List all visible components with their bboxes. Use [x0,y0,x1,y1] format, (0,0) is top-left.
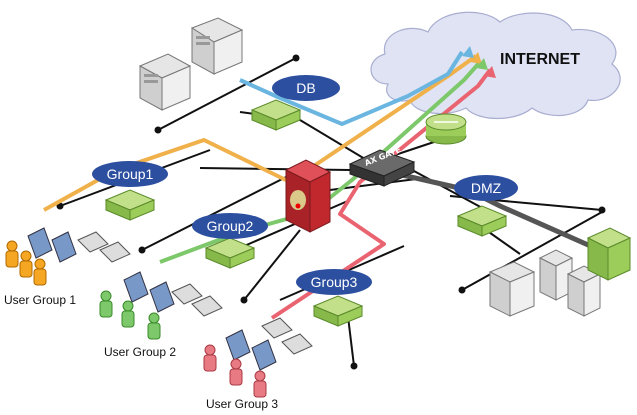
dmz-servers [488,227,632,317]
arrowheads [462,46,496,78]
internet-cloud-icon [370,11,621,119]
zone-label-group3: Group3 [311,274,358,290]
dmz-appliance-icon [586,227,632,281]
server-icon [138,53,192,111]
server-icon [190,17,244,75]
switch-icon [456,205,508,237]
desktop-icon [77,231,109,253]
desktop-icon [261,317,293,339]
laptop-icon [123,271,149,303]
laptop-icon [149,281,175,313]
zone-group3: Group3 [296,269,372,295]
zone-group2: Group2 [192,213,268,239]
user-icon [99,290,161,340]
zone-label-group2: Group2 [207,218,254,234]
zone-label-db: DB [296,80,315,96]
user-icon [203,344,267,398]
desktop-icon [281,333,313,355]
zone-db: DB [272,75,340,101]
switches [104,99,508,327]
user-group-label-1: User Group 1 [4,293,76,307]
desktop-icon [191,295,223,317]
desktop-icon [171,283,203,305]
zone-dmz: DMZ [454,175,518,201]
switch-icon [250,99,302,131]
laptop-icon [51,231,77,263]
desktop-icon [99,241,131,263]
router-icon [425,113,467,145]
switch-icon [204,237,256,269]
switch-icon [104,189,156,221]
user-group-label-3: User Group 3 [206,397,278,411]
firewall-icon [284,159,332,233]
zone-label-dmz: DMZ [471,180,502,196]
line-endpoints [56,54,606,370]
laptop-icon [225,329,251,361]
user-group-1-devices [5,227,131,286]
laptop-icon [27,227,53,259]
zone-group1: Group1 [92,161,168,187]
user-icon [5,240,47,286]
internet-label: INTERNET [500,51,580,68]
laptop-icon [251,339,277,371]
db-servers [138,17,244,111]
zone-label-group1: Group1 [107,166,154,182]
user-group-label-2: User Group 2 [104,345,176,359]
db-path [239,50,464,126]
switch-icon [312,295,364,327]
server-icon [538,249,574,301]
server-icon [488,261,536,317]
user-group-2-devices [99,271,223,340]
group3-path [270,68,492,320]
user-group-3-devices [203,317,313,398]
